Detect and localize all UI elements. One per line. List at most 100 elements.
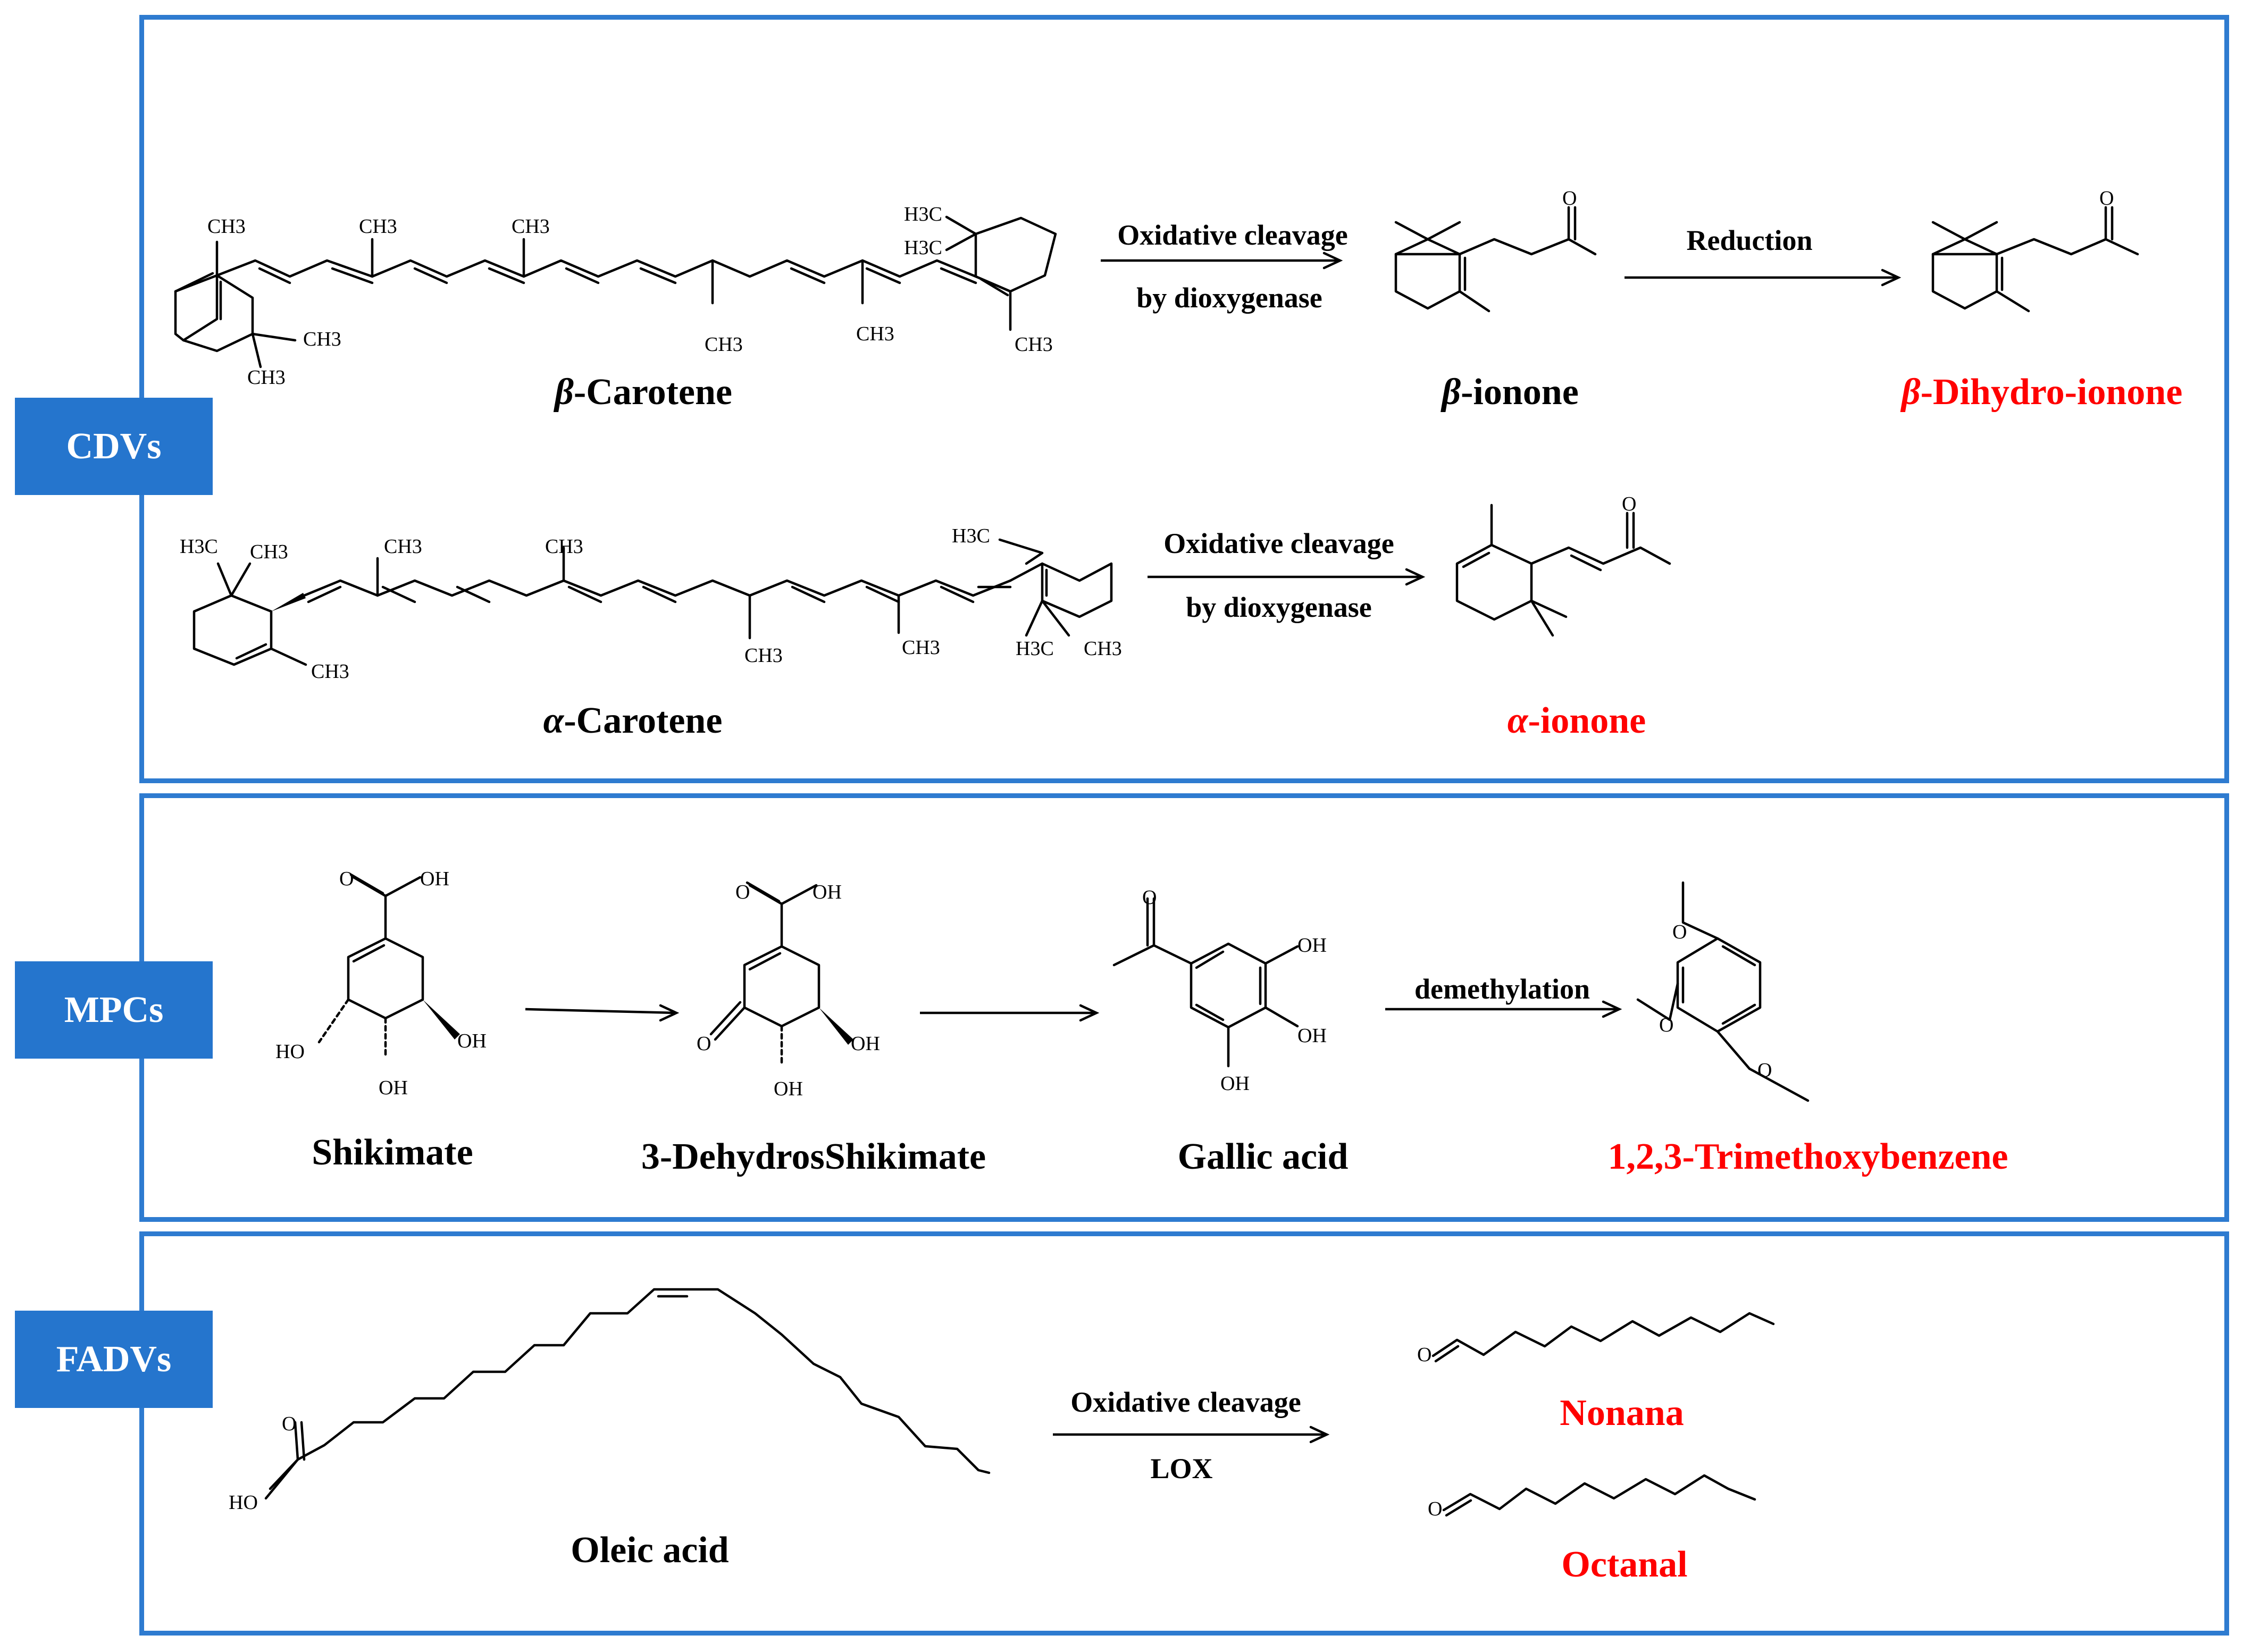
arrowhead — [659, 1004, 680, 1022]
step-label: Oxidative cleavage — [1163, 527, 1394, 559]
arrowhead — [1322, 251, 1343, 270]
beta-ionone-name: -ionone — [1461, 372, 1579, 413]
atom-label: CH3 — [384, 535, 422, 558]
step-label: by dioxygenase — [1186, 591, 1372, 623]
atom-label: CH3 — [744, 644, 783, 667]
atom-label: CH3 — [207, 215, 246, 238]
atom-label: CH3 — [902, 636, 940, 659]
hydroxyl-label: OH — [420, 868, 449, 890]
atom-label: H3C — [904, 203, 942, 225]
atom-label: CH3 — [250, 541, 288, 563]
atom-label: CH3 — [1084, 638, 1122, 660]
hydroxyl-label: OH — [1297, 934, 1327, 957]
atom-label: CH3 — [545, 535, 583, 558]
alpha-ionone-label: α-ionone — [1508, 700, 1646, 741]
alpha-symbol: α — [1508, 700, 1529, 741]
hydroxyl-label: HO — [275, 1041, 305, 1063]
arrowhead — [1309, 1425, 1330, 1444]
oxygen-label: O — [1428, 1498, 1442, 1520]
arrowhead — [1405, 568, 1426, 586]
hydroxyl-label: OH — [1297, 1025, 1327, 1047]
atom-label: H3C — [904, 237, 942, 259]
alpha-ionone-structure: O — [1455, 493, 1671, 637]
step-label: by dioxygenase — [1136, 282, 1322, 314]
arrowhead — [1881, 269, 1902, 287]
nonana-label: Nonana — [1560, 1393, 1684, 1433]
oxygen-label: O — [735, 881, 750, 903]
step-label: LOX — [1150, 1453, 1212, 1485]
beta-symbol: β — [553, 372, 574, 413]
atom-label: H3C — [180, 535, 218, 558]
step-label: demethylation — [1414, 973, 1590, 1005]
panel-mpcs — [139, 793, 2229, 1222]
atom-label: H3C — [1016, 638, 1054, 660]
shikimate-label: Shikimate — [312, 1132, 473, 1173]
oxygen-label: O — [1562, 187, 1577, 209]
atom-label: CH3 — [512, 215, 550, 238]
alpha-carotene-structure: H3C CH3 CH3 CH3 CH3 CH3 CH3 H3C H3C CH3 — [180, 525, 1122, 683]
oxygen-label: O — [1417, 1344, 1431, 1366]
atom-label: CH3 — [1015, 333, 1053, 356]
hydroxyl-label: OH — [851, 1033, 880, 1055]
oxygen-label: O — [1142, 886, 1157, 909]
nonanal-structure: O — [1417, 1312, 1775, 1366]
hydroxyl-label: OH — [457, 1030, 487, 1052]
hydroxyl-label: HO — [229, 1491, 258, 1514]
beta-ionone-structure: O — [1394, 187, 1597, 313]
alpha-carotene-name: -Carotene — [564, 700, 722, 741]
dehydroshikimate-structure: O OH O OH OH — [697, 881, 880, 1100]
tag-cdvs: CDVs — [15, 398, 213, 495]
oxygen-label: O — [1757, 1059, 1772, 1081]
hydroxyl-label: OH — [774, 1078, 803, 1100]
trimethoxybenzene-structure: O O O — [1636, 881, 1810, 1102]
oxygen-label: O — [1659, 1014, 1673, 1036]
beta-dihydro-ionone-structure: O — [1931, 187, 2139, 313]
trimethoxybenzene-label: 1,2,3-Trimethoxybenzene — [1607, 1136, 2008, 1177]
atom-label: CH3 — [359, 215, 397, 238]
step-label: Oxidative cleavage — [1117, 219, 1347, 251]
beta-carotene-name: -Carotene — [574, 372, 732, 413]
oxygen-label: O — [1672, 921, 1687, 943]
atom-label: CH3 — [303, 328, 341, 350]
gallic-acid-label: Gallic acid — [1178, 1136, 1349, 1177]
arrowhead — [1602, 1000, 1622, 1018]
hydroxyl-label: OH — [1220, 1072, 1250, 1095]
atom-label: CH3 — [247, 366, 286, 389]
oxygen-label: O — [1622, 493, 1636, 515]
oxygen-label: O — [339, 868, 354, 890]
shikimate-structure: O OH HO OH OH — [275, 868, 487, 1099]
alpha-carotene-label: α-Carotene — [543, 700, 723, 741]
oleic-acid-structure: O HO — [229, 1288, 991, 1514]
beta-carotene-label: β-Carotene — [553, 372, 732, 413]
atom-label: CH3 — [705, 333, 743, 356]
oxygen-label: O — [697, 1033, 711, 1055]
tag-mpcs: MPCs — [15, 961, 213, 1059]
step-label: Reduction — [1686, 224, 1812, 256]
step-label: Oxidative cleavage — [1070, 1386, 1301, 1418]
beta-carotene-structure: H3C H3C CH3 CH3 CH3 CH3 CH3 CH3 CH3 CH3 — [174, 203, 1057, 389]
arrowhead — [1079, 1004, 1100, 1022]
panel-cdvs — [139, 15, 2229, 783]
oleic-acid-label: Oleic acid — [571, 1530, 729, 1571]
alpha-ionone-name: -ionone — [1528, 700, 1646, 741]
alpha-symbol: α — [543, 700, 565, 741]
octanal-structure: O — [1428, 1474, 1756, 1520]
atom-label: CH3 — [856, 323, 894, 345]
atom-label: H3C — [952, 525, 990, 547]
beta-ionone-label: β-ionone — [1440, 372, 1579, 413]
reaction-arrow — [525, 1008, 677, 1014]
hydroxyl-label: OH — [813, 881, 842, 903]
beta-symbol: β — [1440, 372, 1461, 413]
hydroxyl-label: OH — [379, 1077, 408, 1099]
atom-label: CH3 — [311, 660, 349, 683]
octanal-label: Octanal — [1561, 1544, 1687, 1585]
dehydroshikimate-label: 3-DehydrosShikimate — [641, 1136, 986, 1177]
oxygen-label: O — [282, 1413, 296, 1435]
beta-dihydro-ionone-name: -Dihydro-ionone — [1921, 372, 2183, 413]
beta-symbol: β — [1900, 372, 1921, 413]
tag-fadvs: FADVs — [15, 1311, 213, 1408]
beta-dihydro-ionone-label: β-Dihydro-ionone — [1900, 372, 2183, 413]
gallic-acid-structure: O OH OH OH — [1112, 886, 1327, 1095]
